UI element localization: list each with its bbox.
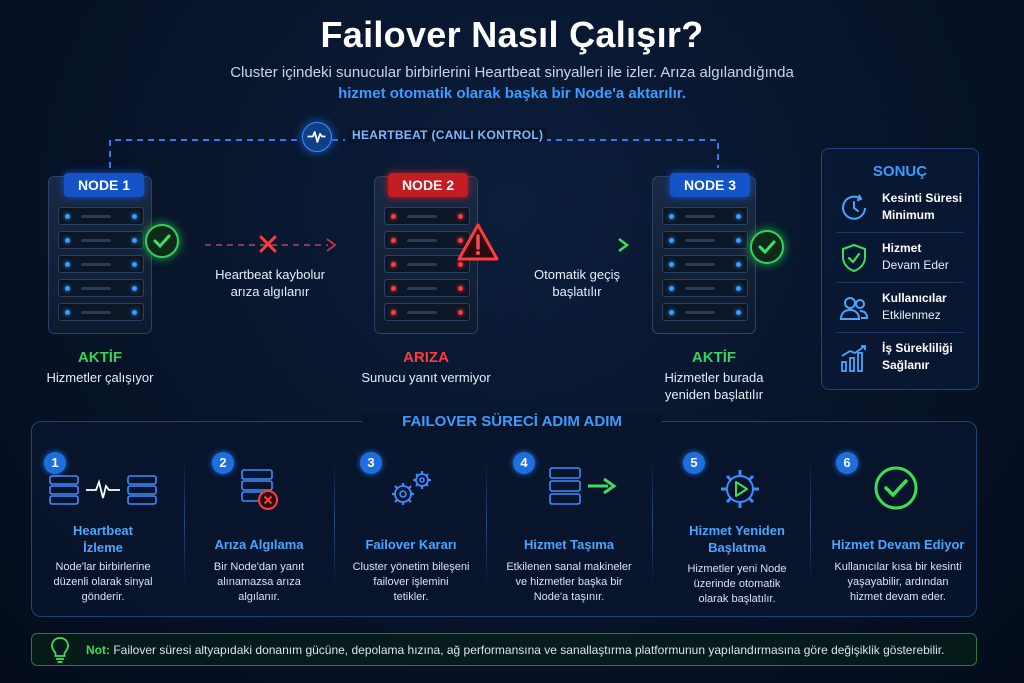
link-2-line-1: Otomatik geçiş — [534, 267, 620, 282]
result-item-4-line-1: İş Sürekliliği — [882, 341, 953, 355]
divider — [184, 458, 185, 588]
divider — [836, 232, 964, 233]
steps-title: FAILOVER SÜRECİ ADIM ADIM — [362, 413, 662, 430]
link-1-line-1: Heartbeat kaybolur — [215, 267, 325, 282]
heartbeat-label: HEARTBEAT (CANLI KONTROL) — [348, 128, 548, 142]
result-item-3-line-1: Kullanıcılar — [882, 291, 947, 305]
step-3-desc-1: Cluster yönetim bileşeni — [352, 561, 470, 573]
step-2-desc-1: Bir Node'dan yanıt — [213, 561, 305, 573]
warning-icon — [456, 222, 500, 267]
node-2-badge: NODE 2 — [388, 173, 468, 197]
result-item-1-line-1: Kesinti Süresi — [882, 191, 963, 205]
result-item-2-line-2: Devam Eder — [882, 258, 949, 272]
node-1-server — [48, 176, 152, 334]
step-6-number: 6 — [836, 452, 858, 474]
step-3-title: Failover Kararı — [365, 537, 457, 552]
step-2-title: Arıza Algılama — [214, 537, 304, 552]
page-title: Failover Nasıl Çalışır? — [320, 14, 704, 55]
heartbeat-monitor-icon — [48, 472, 160, 513]
step-6-desc-2: yaşayabilir, ardından — [847, 576, 949, 588]
node-1-status: AKTİF — [77, 349, 123, 366]
step-5-desc-1: Hizmetler yeni Node — [687, 563, 787, 575]
result-item-2-line-1: Hizmet — [882, 241, 922, 255]
node-1-badge: NODE 1 — [64, 173, 144, 197]
node-1-desc: Hizmetler çalışıyor — [46, 370, 154, 385]
step-1-title-line-1: Heartbeat — [73, 523, 133, 538]
step-5-desc-3: olarak başlatılır. — [698, 593, 776, 605]
node-3-desc-line-2: yeniden başlatılır — [664, 387, 764, 402]
heartbeat-icon — [302, 122, 332, 152]
step-6-desc-1: Kullanıcılar kısa bir kesinti — [834, 561, 962, 573]
growth-chart-icon — [838, 342, 870, 374]
node-3-status: AKTİF — [691, 349, 737, 366]
failover-arrow — [525, 238, 630, 252]
step-3-number: 3 — [360, 452, 382, 474]
link-2-line-2: başlatılır — [552, 284, 602, 299]
step-1-desc-2: düzenli olarak sinyal — [53, 576, 153, 588]
users-icon — [838, 292, 870, 324]
server-migrate-icon — [548, 466, 620, 515]
server-error-icon — [240, 468, 282, 517]
steps-panel — [31, 421, 977, 617]
node-3-server — [652, 176, 756, 334]
step-2-desc-3: algılanır. — [238, 591, 280, 603]
restart-gear-icon — [717, 466, 763, 517]
note-label: Not: — [86, 643, 110, 657]
divider — [810, 458, 811, 588]
node-3-check-icon — [750, 230, 784, 264]
step-2-desc-2: alınamazsa arıza — [217, 576, 301, 588]
step-1-title-line-2: İzleme — [83, 540, 123, 555]
result-item-1-line-2: Minimum — [882, 208, 935, 222]
success-check-icon — [872, 464, 920, 517]
step-2-number: 2 — [212, 452, 234, 474]
step-3-desc-2: failover işlemini — [373, 576, 449, 588]
gears-icon — [386, 466, 436, 517]
node-2-status: ARIZA — [403, 349, 449, 366]
divider — [836, 332, 964, 333]
x-mark-icon — [257, 233, 279, 260]
step-4-desc-2: ve hizmetler başka bir — [515, 576, 623, 588]
step-5-number: 5 — [683, 452, 705, 474]
divider — [486, 458, 487, 588]
step-1-desc-1: Node'lar birbirlerine — [55, 561, 151, 573]
step-1-desc-3: gönderir. — [81, 591, 125, 603]
step-5-title-line-1: Hizmet Yeniden — [689, 523, 785, 538]
step-5-desc-2: üzerinde otomatik — [693, 578, 781, 590]
note-box — [31, 633, 977, 666]
shield-check-icon — [838, 242, 870, 274]
node-3-badge: NODE 3 — [670, 173, 750, 197]
divider — [836, 282, 964, 283]
step-4-desc-1: Etkilenen sanal makineler — [506, 561, 632, 573]
subtitle-line-1: Cluster içindeki sunucular birbirlerini … — [230, 64, 794, 81]
node-2-desc: Sunucu yanıt vermiyor — [361, 370, 491, 385]
result-panel — [821, 148, 979, 390]
divider — [652, 458, 653, 588]
step-6-desc-3: hizmet devam eder. — [850, 591, 946, 603]
link-1-line-2: arıza algılanır — [230, 284, 310, 299]
node-3-desc-line-1: Hizmetler burada — [664, 370, 764, 385]
divider — [334, 458, 335, 588]
heartbeat-lost-arrow — [205, 238, 337, 252]
step-6-title: Hizmet Devam Ediyor — [831, 537, 965, 552]
note-body: Failover süresi altyapıdaki donanım gücü… — [113, 643, 945, 657]
subtitle-line-2: hizmet otomatik olarak başka bir Node'a … — [338, 85, 686, 102]
clock-refresh-icon — [838, 192, 870, 224]
result-item-3-line-2: Etkilenmez — [882, 308, 941, 322]
step-4-desc-3: Node'a taşınır. — [533, 591, 605, 603]
step-4-title: Hizmet Taşıma — [523, 537, 615, 552]
node-1-check-icon — [145, 224, 179, 258]
step-1-number: 1 — [44, 452, 66, 474]
step-3-desc-3: tetikler. — [393, 591, 429, 603]
step-4-number: 4 — [513, 452, 535, 474]
result-title: SONUÇ — [872, 163, 928, 180]
step-5-title-line-2: Başlatma — [708, 540, 766, 555]
note-text: Not: Failover süresi altyapıdaki donanım… — [86, 643, 944, 657]
result-item-4-line-2: Sağlanır — [882, 358, 930, 372]
lightbulb-icon — [50, 636, 70, 669]
